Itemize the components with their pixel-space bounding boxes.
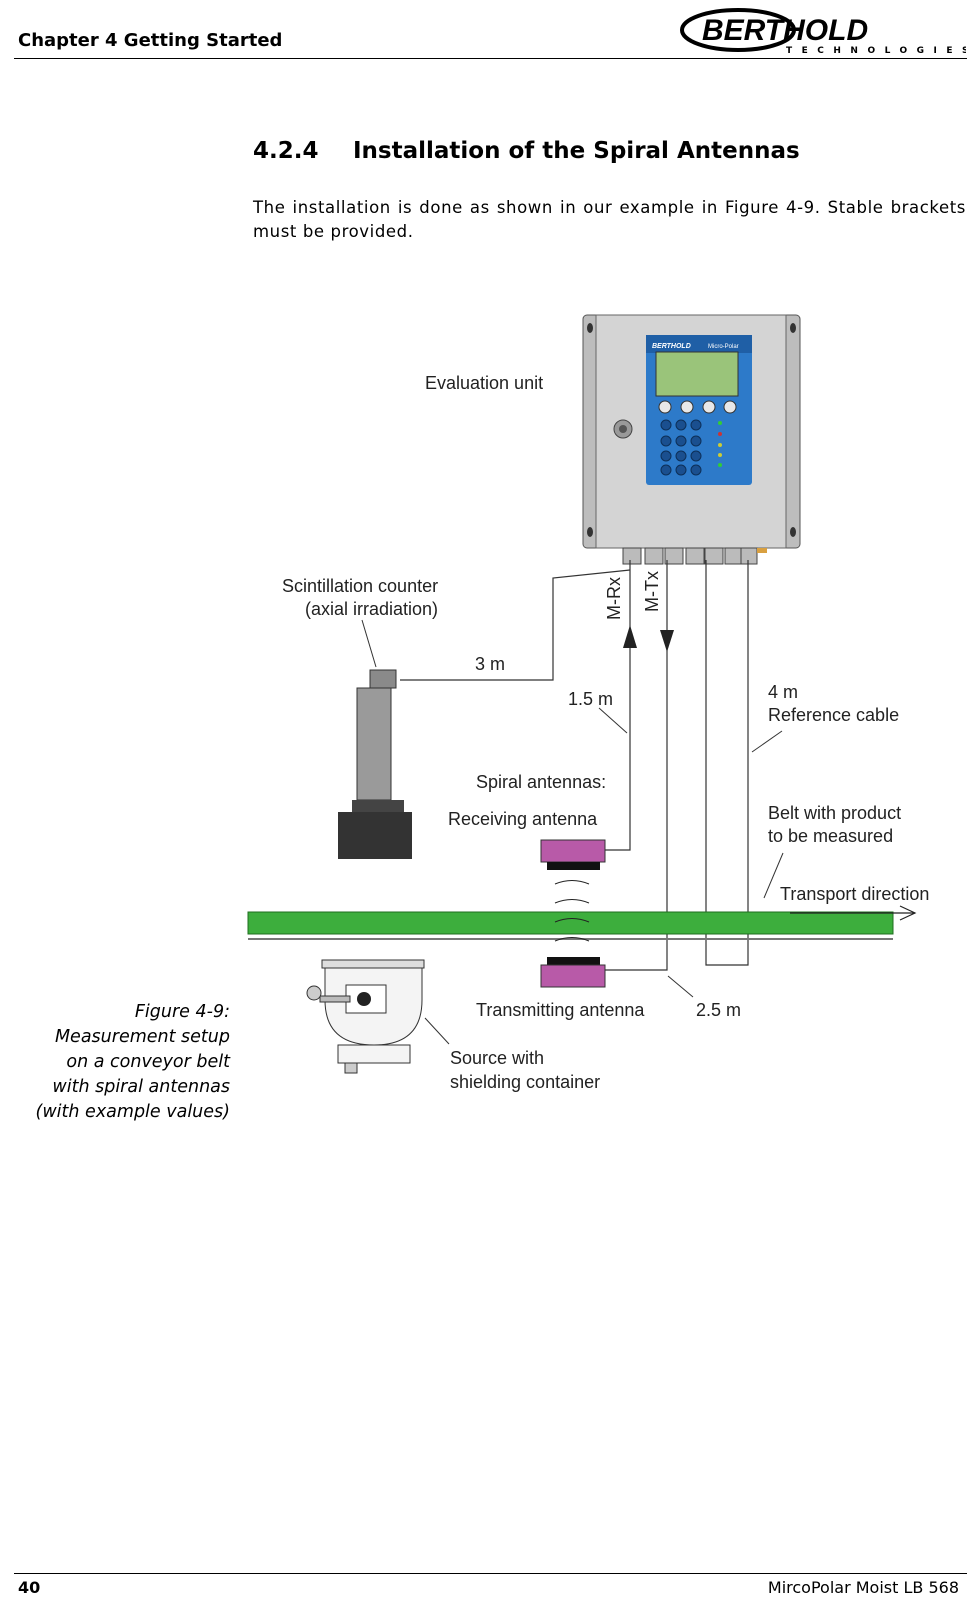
installation-figure: BERTHOLD Micro-Polar <box>247 314 929 1092</box>
conveyor-belt <box>247 911 894 935</box>
intro-paragraph: The installation is done as shown in our… <box>253 198 966 241</box>
label-source-1: Source with <box>450 1048 544 1068</box>
label-scintillation-2: (axial irradiation) <box>305 599 438 619</box>
page-number: 40 <box>18 1578 41 1597</box>
label-evaluation-unit: Evaluation unit <box>425 373 543 393</box>
chapter-title: Chapter 4 Getting Started <box>18 30 283 51</box>
label-m-rx: M-Rx <box>604 577 624 620</box>
label-reference-cable: Reference cable <box>768 705 899 725</box>
caption-line: (with example values) <box>35 1102 230 1122</box>
transport-arrow-icon <box>899 905 917 921</box>
radiation-symbol-icon <box>357 992 371 1006</box>
transmitting-antenna <box>540 957 606 988</box>
logo-name: BERTHOLD <box>702 14 868 47</box>
label-belt-1: Belt with product <box>768 803 901 823</box>
section-heading: 4.2.4 Installation of the Spiral Antennas <box>253 138 800 164</box>
label-1-5m: 1.5 m <box>568 689 613 709</box>
caption-line: with spiral antennas <box>52 1077 230 1097</box>
logo-sub: TECHNOLOGIES <box>786 46 966 56</box>
cables <box>400 560 749 971</box>
device-brand: BERTHOLD <box>652 343 691 350</box>
label-receiving-antenna: Receiving antenna <box>448 809 598 829</box>
scintillation-counter <box>338 669 412 859</box>
leader-lines <box>361 619 784 1045</box>
label-source-2: shielding container <box>450 1072 600 1092</box>
tx-arrow-icon <box>660 630 674 652</box>
evaluation-unit: BERTHOLD Micro-Polar <box>582 314 801 565</box>
source-container <box>306 959 425 1074</box>
figure-caption: Figure 4-9: Measurement setup on a conve… <box>36 1000 230 1125</box>
label-spiral-antennas: Spiral antennas: <box>476 772 606 792</box>
label-transmitting-antenna: Transmitting antenna <box>476 1000 645 1020</box>
label-scintillation-1: Scintillation counter <box>282 576 438 596</box>
rx-arrow-icon <box>623 625 637 648</box>
caption-line: Figure 4-9: <box>134 1002 230 1022</box>
label-4m: 4 m <box>768 682 798 702</box>
section-number: 4.2.4 <box>253 138 319 164</box>
berthold-logo: BERTHOLD TECHNOLOGIES <box>680 8 966 56</box>
label-m-tx: M-Tx <box>642 571 662 612</box>
header-rule <box>14 58 967 59</box>
label-3m: 3 m <box>475 654 505 674</box>
section-title: Installation of the Spiral Antennas <box>353 138 800 164</box>
footer-rule <box>14 1573 967 1574</box>
radiation-waves <box>554 880 590 942</box>
caption-line: on a conveyor belt <box>66 1052 230 1072</box>
receiving-antenna <box>540 839 606 870</box>
device-model: Micro-Polar <box>708 344 739 350</box>
device-display <box>655 351 739 397</box>
label-belt-2: to be measured <box>768 826 893 846</box>
label-transport-direction: Transport direction <box>780 884 929 904</box>
caption-line: Measurement setup <box>54 1027 230 1047</box>
label-2-5m: 2.5 m <box>696 1000 741 1020</box>
document-name: MircoPolar Moist LB 568 <box>767 1578 959 1597</box>
